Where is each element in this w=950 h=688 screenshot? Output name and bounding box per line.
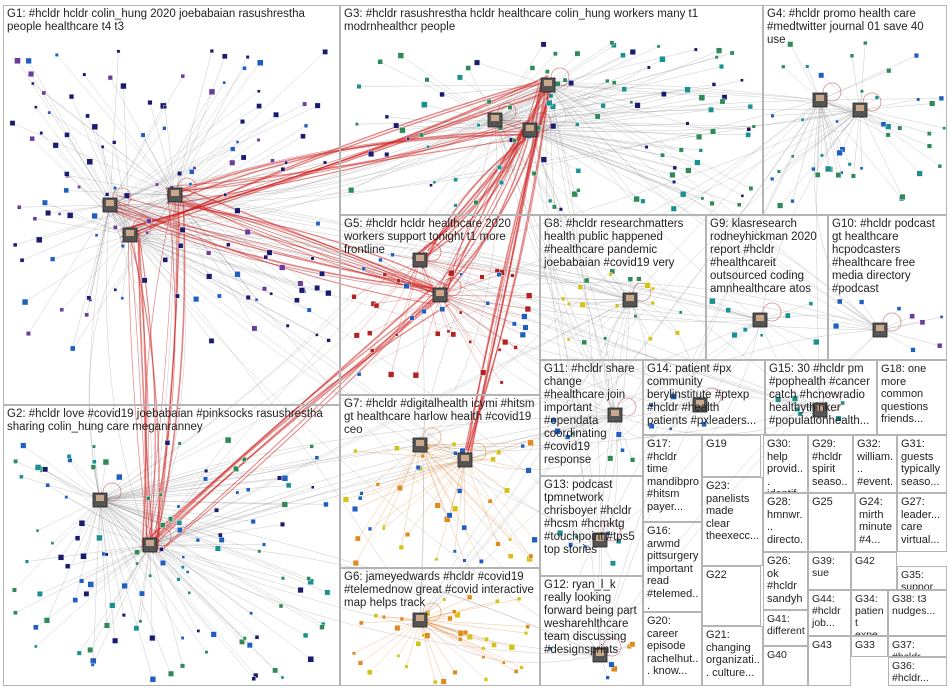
group-box-g9: G9: klasresearch rodneyhickman 2020 repo… [706,215,828,360]
group-label-g32: G32: william... #event... #docto... [857,438,894,493]
group-box-g19: G19 [702,435,761,477]
group-label-g15: G15: 30 #hcldr pm #pophealth #cancer cat… [769,363,874,428]
group-box-g2: G2: #hcldr love #covid19 joebabaian #pin… [3,405,340,686]
group-label-g12: G12: ryan_l_k really looking forward bei… [544,579,640,657]
group-label-g14: G14: patient #px community berylinstitut… [647,363,762,428]
group-box-g11: G11: #hcldr share change #healthcare joi… [540,360,643,476]
group-box-g29: G29: #hcldr spirit seaso... [808,435,853,493]
group-label-g7: G7: #hcldr #digitalhealth icymi #hitsm g… [344,398,537,437]
group-label-g18: G18: one more common questions friends..… [881,363,944,426]
group-box-g38: G38: t3 nudges... [888,590,947,636]
group-label-g23: G23: panelists made clear theexecc... [706,480,760,543]
group-label-g31: G31: guests typically seaso... [901,438,944,488]
group-label-g35: G35: suppor... [901,569,944,590]
group-label-g37: G37: #hcldr... [892,639,944,657]
group-box-g21: G21: changing organizati... culture... [702,626,763,686]
group-box-g5: G5: #hcldr hcldr healthcare 2020 workers… [340,215,540,395]
group-box-g33: G33 [851,636,888,657]
group-label-g43: G43 [812,639,848,651]
group-box-g24: G24: mirth minute #4... [855,493,897,552]
group-box-g8: G8: #hcldr researchmatters health public… [540,215,706,360]
group-box-g15: G15: 30 #hcldr pm #pophealth #cancer cat… [765,360,877,435]
group-box-g12: G12: ryan_l_k really looking forward bei… [540,576,643,686]
group-box-g42: G42 [851,552,897,590]
group-box-g13: G13: podcast tpmnetwork chrisboyer #hcld… [540,476,643,576]
group-label-g3: G3: #hcldr rasushrestha hcldr healthcare… [344,8,760,34]
group-box-g44: G44: #hcldr job... [808,590,851,636]
group-label-g40: G40 [767,649,805,661]
group-label-g5: G5: #hcldr hcldr healthcare 2020 workers… [344,218,537,257]
group-box-g30: G30: help provid... identif... [763,435,808,493]
group-box-g26: G26: ok #hcldr sandyh... kind... [763,552,808,610]
group-label-g42: G42 [855,555,894,567]
group-label-g20: G20: career episode rachelhut... know... [647,615,699,678]
group-label-g11: G11: #hcldr share change #healthcare joi… [544,363,640,467]
group-label-g30: G30: help provid... identif... [767,438,805,493]
group-label-g41: G41: different [767,613,805,637]
group-box-g27: G27: leader... care virtual... [897,493,947,552]
group-label-g34: G34: patient expe... [855,593,885,636]
group-box-g40: G40 [763,646,808,686]
group-box-g31: G31: guests typically seaso... [897,435,947,493]
group-box-g36: G36: #hcldr... [888,657,947,686]
group-box-g43: G43 [808,636,851,686]
group-box-g34: G34: patient expe... [851,590,888,636]
group-box-g3: G3: #hcldr rasushrestha hcldr healthcare… [340,5,763,215]
group-label-g28: G28: hmnwr... directo... #hcldr... [767,496,805,552]
group-box-g32: G32: william... #event... #docto... [853,435,897,493]
group-label-g36: G36: #hcldr... [892,660,944,684]
group-label-g17: G17: #hcldr time mandibpro #hitsm payer.… [647,438,699,513]
group-box-g18: G18: one more common questions friends..… [877,360,947,435]
group-box-g35: G35: suppor... [897,566,947,590]
group-box-g28: G28: hmnwr... directo... #hcldr... [763,493,808,552]
group-box-g37: G37: #hcldr... [888,636,947,657]
group-label-g24: G24: mirth minute #4... [859,496,894,546]
group-label-g27: G27: leader... care virtual... [901,496,944,546]
group-box-g7: G7: #hcldr #digitalhealth icymi #hitsm g… [340,395,540,568]
group-box-g20: G20: career episode rachelhut... know... [643,612,702,686]
group-label-g33: G33 [855,639,885,651]
group-label-g39: G39: sue [812,555,848,579]
group-label-g13: G13: podcast tpmnetwork chrisboyer #hcld… [544,479,640,557]
group-label-g2: G2: #hcldr love #covid19 joebabaian #pin… [7,408,337,434]
group-box-g25: G25 [808,493,855,552]
group-label-g19: G19 [706,438,758,451]
group-box-g4: G4: #hcldr promo health care #medtwitter… [763,5,947,215]
group-label-g21: G21: changing organizati... culture... [706,629,760,679]
group-label-g6: G6: jameyedwards #hcldr #covid19 #teleme… [344,571,537,610]
group-label-g38: G38: t3 nudges... [892,593,944,617]
group-box-g1: G1: #hcldr hcldr colin_hung 2020 joebaba… [3,5,340,405]
group-label-g26: G26: ok #hcldr sandyh... kind... [767,555,805,610]
group-label-g4: G4: #hcldr promo health care #medtwitter… [767,8,944,47]
group-label-g9: G9: klasresearch rodneyhickman 2020 repo… [710,218,825,296]
group-box-g41: G41: different [763,610,808,646]
group-label-g16: G16: arwmd pittsurgery important read #t… [647,525,699,612]
group-box-g39: G39: sue [808,552,851,590]
group-label-g25: G25 [812,496,852,509]
group-label-g29: G29: #hcldr spirit seaso... [812,438,850,493]
group-box-g17: G17: #hcldr time mandibpro #hitsm payer.… [643,435,702,522]
group-box-g10: G10: #hcldr podcast gt healthcare hcpodc… [828,215,947,360]
group-label-g44: G44: #hcldr job... [812,593,848,629]
group-box-g6: G6: jameyedwards #hcldr #covid19 #teleme… [340,568,540,686]
group-label-g1: G1: #hcldr hcldr colin_hung 2020 joebaba… [7,8,337,34]
group-label-g22: G22 [706,569,758,582]
group-box-g22: G22 [702,566,761,626]
group-label-g10: G10: #hcldr podcast gt healthcare hcpodc… [832,218,944,296]
group-box-g14: G14: patient #px community berylinstitut… [643,360,765,435]
group-box-g16: G16: arwmd pittsurgery important read #t… [643,522,702,612]
group-box-g23: G23: panelists made clear theexecc... [702,477,763,566]
group-label-g8: G8: #hcldr researchmatters health public… [544,218,703,270]
